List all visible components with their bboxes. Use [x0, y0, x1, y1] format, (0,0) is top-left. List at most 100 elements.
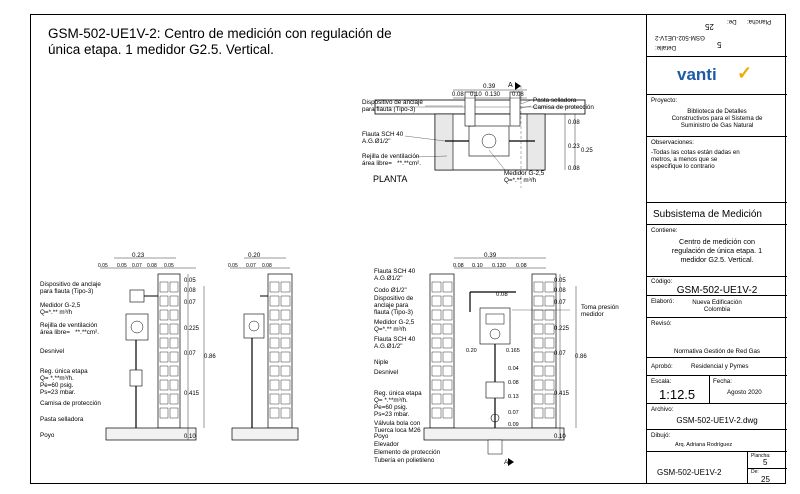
right-label-medidor: Medidor G-2,5 Q=*.** m³/h: [374, 319, 415, 333]
fecha-value: Agosto 2020: [727, 389, 762, 396]
elaboro-label: Elaboró:: [651, 298, 675, 305]
drawing-sheet-border: [30, 14, 786, 484]
svg-text:0.05: 0.05: [164, 263, 174, 269]
aprobo-value: Residencial y Pymes: [691, 363, 749, 370]
aprobo-label: Aprobó:: [651, 363, 673, 370]
middle-elevation: 0.20 0.05 0.07 0.08: [228, 252, 299, 441]
logo-check-icon: ✓: [737, 63, 753, 83]
svg-text:0.07: 0.07: [246, 263, 256, 269]
svg-text:0.23: 0.23: [568, 144, 580, 150]
svg-text:0.225: 0.225: [184, 326, 200, 332]
left-label-medidor: Medidor G-2,5 Q=*.** m³/h: [40, 302, 81, 316]
svg-text:0.10: 0.10: [472, 263, 483, 269]
right-label-elevador: Elevador: [374, 441, 399, 448]
left-label-poyo: Poyo: [40, 432, 55, 439]
right-label-codo: Codo Ø1/2": [374, 287, 407, 294]
right-label-desnivel: Desnivel: [374, 369, 399, 376]
svg-text:0.08: 0.08: [554, 288, 566, 294]
svg-text:0.05: 0.05: [117, 263, 127, 269]
svg-text:0.10: 0.10: [554, 434, 566, 440]
svg-text:0.05: 0.05: [554, 278, 566, 284]
title-line-2: única etapa. 1 medidor G2.5. Vertical.: [48, 42, 274, 57]
subsistema-cell: Subsistema de Medición: [647, 202, 787, 225]
top-de-label: De:: [727, 18, 737, 25]
svg-text:0.07: 0.07: [184, 351, 196, 357]
svg-text:0.39: 0.39: [484, 252, 497, 259]
plan-dim-total: 0.39: [483, 83, 496, 90]
escala-value: 1:12.5: [659, 387, 696, 402]
svg-text:0.10: 0.10: [470, 92, 482, 98]
escala-label: Escala:: [651, 378, 672, 385]
right-label-toma: Toma presión medidor: [581, 304, 619, 318]
vanti-logo: vanti: [677, 65, 717, 84]
title-line-1: GSM-502-UE1V-2: Centro de medición con r…: [48, 26, 392, 41]
top-plancha-label: Plancha:: [747, 18, 772, 25]
left-label-dispositivo: Dispositivo de anclaje para flauta (Tipo…: [40, 281, 101, 295]
svg-text:0.09: 0.09: [508, 422, 519, 428]
plancha-value: 5: [763, 458, 768, 467]
svg-text:0.23: 0.23: [132, 252, 145, 259]
right-label-flauta-top: Flauta SCH 40 A.G.Ø1/2": [374, 268, 416, 282]
contiene-label: Contiene:: [651, 227, 678, 234]
section-marker-a: A: [508, 82, 513, 89]
codigo-cell: Código: GSM-502-UE1V-2: [647, 276, 787, 297]
svg-text:0.08: 0.08: [516, 263, 527, 269]
elaboro-value: Nueva Edificación Colombia: [692, 299, 742, 313]
left-label-reg: Reg. única etapa Q= *.**m³/h. Pe=60 psig…: [40, 368, 88, 396]
svg-text:0.130: 0.130: [492, 263, 506, 269]
svg-text:0.25: 0.25: [581, 148, 593, 154]
svg-text:0.07: 0.07: [554, 300, 566, 306]
top-detalle-label: Detalle:: [655, 44, 676, 51]
de-label: De:: [751, 469, 759, 475]
de-value: 25: [761, 475, 770, 484]
right-label-reg: Reg. única etapa Q= *.**m³/h. Pe=60 psig…: [374, 390, 422, 418]
svg-text:0.165: 0.165: [506, 348, 520, 354]
svg-text:A': A': [504, 459, 510, 466]
subsistema-value: Subsistema de Medición: [653, 209, 762, 220]
svg-text:0.08: 0.08: [262, 263, 272, 269]
right-elevation: 0.39 0.08 0.10 0.130 0.08 A': [423, 252, 587, 466]
elaboro-cell: Elaboró: Nueva Edificación Colombia: [647, 295, 787, 328]
reviso-value: Normativa Gestión de Red Gas: [674, 348, 760, 355]
svg-text:0.08: 0.08: [568, 120, 580, 126]
svg-text:0.05: 0.05: [228, 263, 238, 269]
svg-text:0.20: 0.20: [466, 348, 477, 354]
top-de-value: 25: [705, 22, 714, 31]
svg-text:0.07: 0.07: [508, 410, 519, 416]
plan-view: A 0.39 0.08 0.10 0.130 0.08 0.08 0.23 0.…: [373, 82, 593, 188]
svg-text:0.08: 0.08: [508, 380, 519, 386]
right-label-poyo: Poyo: [374, 433, 389, 440]
right-label-niple: Niple: [374, 359, 389, 366]
codigo-label: Código:: [651, 278, 673, 285]
right-label-valvula: Válvula bola con Tuerca loca M26: [374, 420, 421, 434]
archivo-value: GSM-502-UE1V-2.dwg: [676, 416, 758, 425]
svg-text:0.08: 0.08: [147, 263, 157, 269]
bottom-code-cell: GSM-502-UE1V-2 Plancha: 5 De: 25: [647, 451, 787, 484]
svg-text:0.08: 0.08: [452, 92, 464, 98]
right-label-elemento: Elemento de protección: [374, 449, 441, 456]
left-label-desnivel: Desnivel: [40, 348, 65, 355]
svg-text:0.10: 0.10: [184, 434, 196, 440]
logo-area: vanti ✓: [647, 56, 787, 95]
contiene-value: Centro de medición con regulación de úni…: [671, 237, 763, 264]
contiene-cell: Contiene: Centro de medición con regulac…: [647, 224, 787, 283]
escala-divider: [709, 376, 710, 404]
left-label-pasta: Pasta selladora: [40, 416, 84, 423]
dibujo-label: Dibujó:: [651, 432, 671, 439]
plan-label-pasta: Pasta selladora: [533, 97, 577, 104]
svg-text:0.08: 0.08: [496, 292, 508, 298]
left-label-camisa: Camisa de protección: [40, 400, 101, 407]
dibujo-value: Arq. Adriana Rodríguez: [675, 442, 733, 448]
svg-text:0.415: 0.415: [184, 391, 200, 397]
svg-text:0.86: 0.86: [204, 354, 216, 360]
right-label-dispositivo: Dispositivo de anclaje para flauta (Tipo…: [374, 295, 414, 316]
dibujo-cell: Dibujó: Arq. Adriana Rodríguez: [647, 429, 787, 452]
svg-text:0.415: 0.415: [554, 391, 570, 397]
proyecto-value: Biblioteca de Detalles Constructivos par…: [671, 108, 763, 129]
aprobo-cell: Aprobó: Residencial y Pymes: [647, 357, 787, 376]
reviso-label: Revisó:: [651, 320, 672, 327]
svg-text:0.05: 0.05: [184, 278, 196, 284]
svg-text:0.07: 0.07: [184, 300, 196, 306]
codigo-value: GSM-502-UE1V-2: [676, 285, 758, 296]
svg-text:0.20: 0.20: [248, 252, 261, 259]
